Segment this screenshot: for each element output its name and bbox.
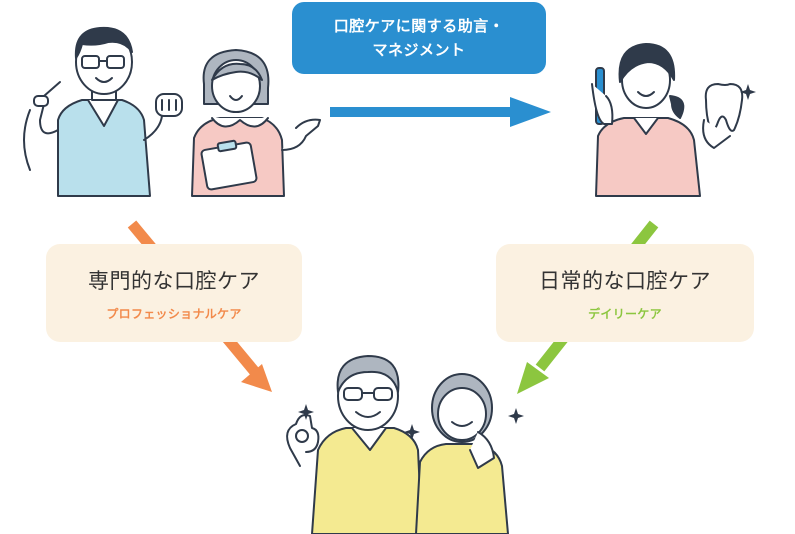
patient-brushing-illustration [592,44,756,196]
advice-management-line1: 口腔ケアに関する助言・ [334,14,505,38]
advice-management-box: 口腔ケアに関する助言・ マネジメント [292,2,546,74]
professional-care-box: 専門的な口腔ケア プロフェッショナルケア [46,244,302,342]
daily-care-box: 日常的な口腔ケア デイリーケア [496,244,754,342]
advice-management-line2: マネジメント [372,38,465,62]
professional-care-title: 専門的な口腔ケア [88,265,260,295]
daily-care-title: 日常的な口腔ケア [539,265,711,295]
professional-care-subtitle: プロフェッショナルケア [106,305,241,322]
daily-care-subtitle: デイリーケア [588,305,662,322]
blue-arrow-right [330,97,551,127]
elderly-couple-illustration [287,356,524,534]
dentist-illustration [24,28,182,196]
